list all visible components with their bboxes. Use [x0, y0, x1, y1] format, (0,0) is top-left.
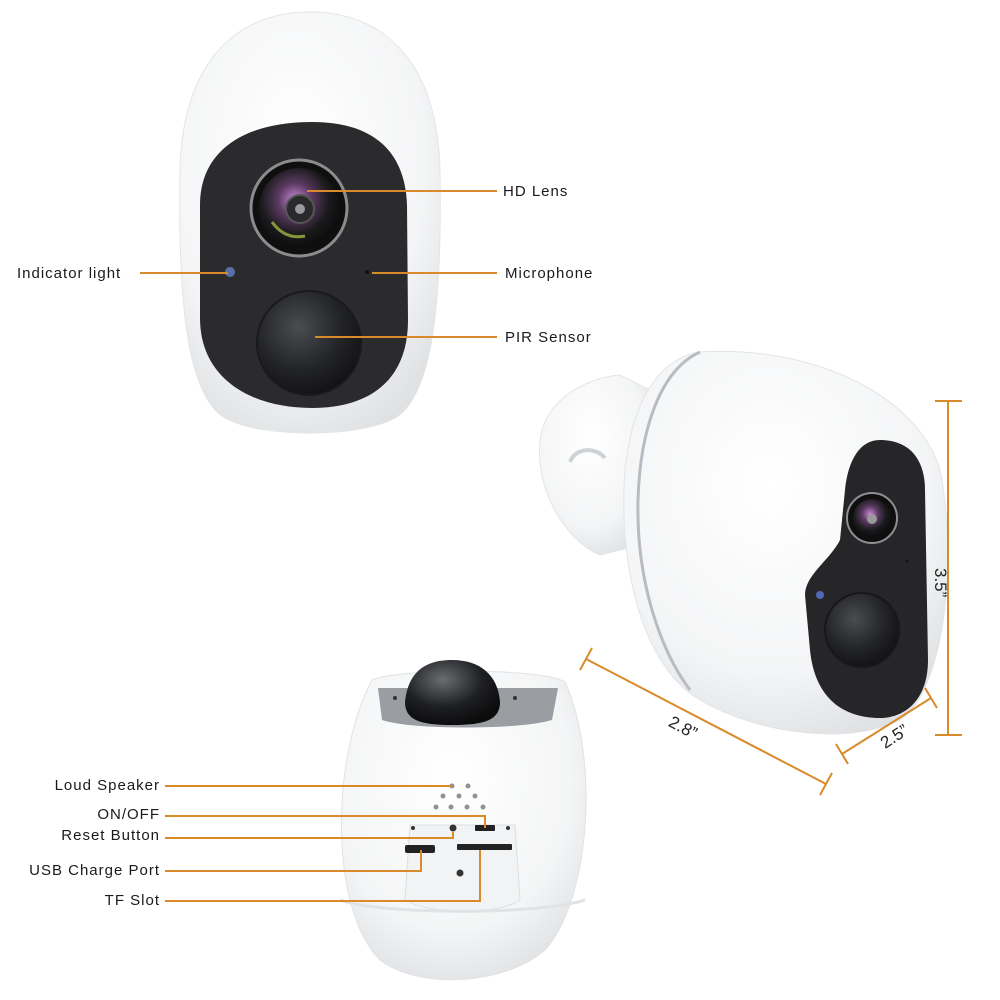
- label-pir-sensor: PIR Sensor: [505, 329, 592, 346]
- label-hd-lens: HD Lens: [503, 183, 569, 200]
- label-tf-slot: TF Slot: [104, 892, 160, 909]
- front-callout-lines: [140, 190, 497, 338]
- label-loud-speaker: Loud Speaker: [54, 777, 160, 794]
- label-indicator-light: Indicator light: [17, 265, 122, 282]
- label-reset-button: Reset Button: [61, 827, 160, 844]
- dimension-lines: [579, 400, 962, 796]
- dimension-height: 3.5”: [931, 568, 950, 598]
- label-usb-charge-port: USB Charge Port: [29, 862, 160, 879]
- label-microphone: Microphone: [505, 265, 594, 282]
- front-camera: [179, 11, 441, 434]
- label-on-off: ON/OFF: [97, 806, 160, 823]
- bottom-camera: [339, 660, 587, 981]
- bottom-callout-lines: [165, 785, 486, 902]
- angled-camera: [538, 350, 949, 735]
